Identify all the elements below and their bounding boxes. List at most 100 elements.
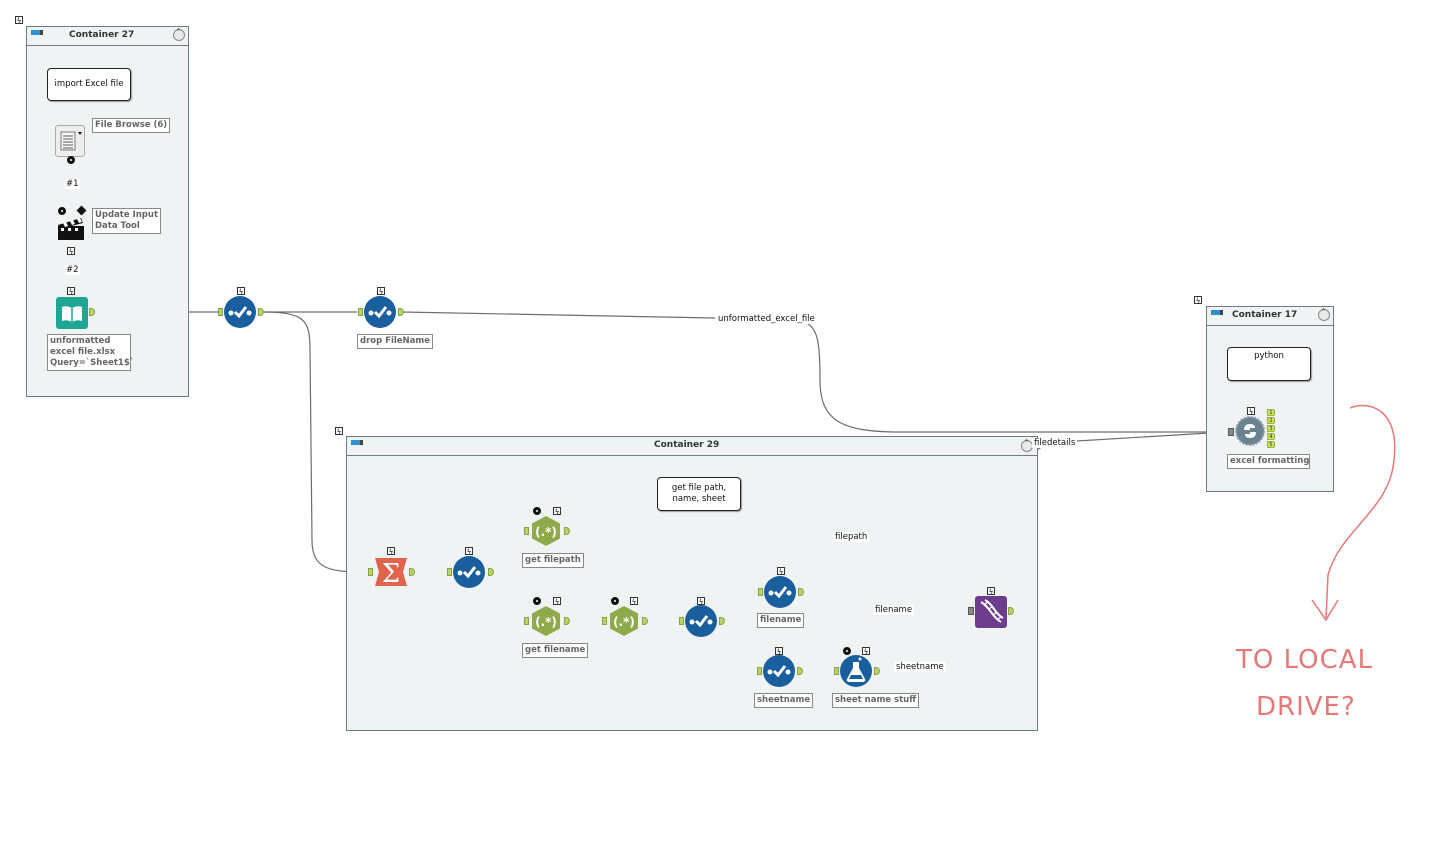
select-tool-3[interactable] — [685, 605, 717, 637]
comment-python[interactable]: python — [1227, 347, 1311, 381]
output-anchor[interactable] — [1008, 607, 1014, 615]
formula-tool[interactable] — [840, 655, 872, 687]
container-17-header[interactable]: Container 17 — [1207, 307, 1333, 326]
input-anchor[interactable] — [602, 617, 607, 625]
container-27-header[interactable]: Container 27 — [27, 27, 188, 46]
input-data-tool[interactable] — [56, 297, 88, 329]
regex-tool-2[interactable]: (.*) — [608, 605, 640, 637]
collapse-button[interactable] — [173, 28, 185, 41]
python-tool[interactable] — [1235, 416, 1265, 446]
output-anchor-1[interactable]: 1 — [1267, 409, 1275, 416]
input-anchor[interactable] — [758, 588, 763, 596]
output-anchor[interactable] — [488, 568, 494, 576]
output-anchor[interactable] — [398, 308, 404, 316]
file-browse-tool[interactable] — [55, 125, 85, 157]
dna-icon — [980, 599, 1004, 623]
input-anchor[interactable] — [679, 617, 684, 625]
comment-import-excel[interactable]: import Excel file — [47, 68, 131, 101]
output-anchor-2[interactable]: 2 — [1267, 417, 1275, 424]
multi-input-anchor[interactable] — [968, 607, 974, 615]
select-tool-2[interactable] — [453, 556, 485, 588]
connection-label-unformatted-excel-file: unformatted_excel_file — [716, 314, 817, 324]
output-anchor[interactable] — [797, 667, 803, 675]
python-tool-label: excel formatting — [1227, 454, 1310, 469]
container-toggle-icon[interactable] — [1211, 310, 1223, 315]
comment-text: get file path, name, sheet — [671, 483, 727, 504]
input-anchor[interactable] — [368, 568, 373, 576]
output-anchor[interactable] — [89, 308, 95, 316]
regex-filepath-label: get filepath — [522, 553, 584, 568]
bolt-icon: ϟ — [987, 587, 995, 596]
container-toggle-icon[interactable] — [31, 30, 43, 35]
bolt-icon: ϟ — [775, 647, 783, 656]
output-anchor[interactable] — [564, 527, 570, 535]
bolt-icon: ϟ — [377, 287, 385, 296]
select-tool-sheetname[interactable] — [763, 655, 795, 687]
collapse-button[interactable] — [1318, 308, 1330, 321]
input-anchor[interactable] — [218, 308, 223, 316]
regex-tool-filepath[interactable]: (.*) — [530, 515, 562, 547]
input-anchor[interactable] — [834, 667, 839, 675]
connection-label-filedetails: filedetails — [1032, 438, 1078, 448]
interface-connector-icon[interactable] — [58, 207, 66, 215]
interface-connector-icon[interactable] — [611, 597, 619, 605]
output-anchor-4[interactable]: 4 — [1267, 433, 1275, 440]
interface-connector-icon[interactable] — [843, 647, 851, 655]
interface-connector-icon[interactable] — [533, 507, 541, 515]
update-input-tool[interactable] — [57, 215, 85, 241]
document-icon — [60, 131, 82, 151]
bolt-icon: ϟ — [1247, 407, 1255, 416]
comment-get-file-path[interactable]: get file path, name, sheet — [657, 477, 741, 511]
regex-tool-filename[interactable]: (.*) — [530, 605, 562, 637]
bolt-icon: ϟ — [387, 547, 395, 556]
output-anchor[interactable] — [642, 617, 648, 625]
annotation-line-2: DRIVE? — [1256, 692, 1356, 722]
input-anchor[interactable] — [524, 617, 529, 625]
svg-text:(.*): (.*) — [535, 525, 557, 539]
clapperboard-icon — [58, 218, 84, 240]
svg-text:(.*): (.*) — [613, 615, 635, 629]
output-anchor[interactable] — [719, 617, 725, 625]
output-anchor[interactable] — [798, 588, 804, 596]
bolt-icon: ϟ — [237, 287, 245, 296]
bolt-icon: ϟ — [67, 287, 75, 296]
select-tool-filename[interactable] — [764, 576, 796, 608]
select-check-icon — [368, 306, 392, 319]
wire-drop-python — [401, 311, 1226, 433]
book-icon — [62, 306, 82, 322]
sigma-icon: Σ — [375, 558, 407, 588]
append-fields-tool[interactable] — [975, 596, 1007, 628]
regex-filename-label: get filename — [522, 643, 589, 658]
output-anchor[interactable] — [258, 308, 264, 316]
bolt-icon: ϟ — [553, 597, 561, 606]
output-anchor-5[interactable]: 5 — [1267, 441, 1275, 448]
input-anchor[interactable] — [757, 667, 762, 675]
connection-label-2: #2 — [65, 265, 80, 275]
interface-connector-icon[interactable] — [533, 597, 541, 605]
select-tool-1[interactable] — [224, 296, 256, 328]
comment-text: import Excel file — [54, 79, 124, 89]
select-check-icon — [689, 615, 713, 628]
input-anchor[interactable] — [524, 527, 529, 535]
container-toggle-icon[interactable] — [351, 440, 363, 445]
summarize-tool[interactable]: Σ — [375, 556, 407, 588]
output-anchor[interactable] — [874, 667, 880, 675]
input-anchor[interactable] — [358, 308, 363, 316]
interface-connector-icon[interactable] — [67, 156, 75, 164]
bolt-icon: ϟ — [553, 507, 561, 516]
input-anchor[interactable] — [447, 568, 452, 576]
python-gear-icon — [1235, 416, 1265, 446]
formula-label: sheet name stuff — [832, 693, 920, 708]
output-anchor[interactable] — [564, 617, 570, 625]
container-29-header[interactable]: Container 29 — [347, 437, 1037, 456]
multi-input-anchor[interactable] — [1228, 428, 1234, 436]
select-filename-label: filename — [757, 613, 805, 628]
bolt-icon: ϟ — [697, 597, 705, 606]
drop-filename-label: drop FileName — [357, 334, 434, 349]
output-anchor-3[interactable]: 3 — [1267, 425, 1275, 432]
handdrawn-arrow-icon — [1311, 404, 1396, 622]
bolt-icon: ϟ — [862, 647, 870, 656]
select-tool-drop-filename[interactable] — [364, 296, 396, 328]
output-anchor[interactable] — [409, 568, 415, 576]
python-output-anchors[interactable]: 1 2 3 4 5 — [1267, 409, 1275, 449]
